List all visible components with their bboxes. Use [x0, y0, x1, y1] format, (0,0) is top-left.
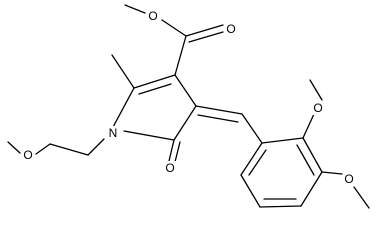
bond-c5-c4-double [138, 83, 172, 95]
bond-c4-ester-c [174, 35, 187, 76]
bond-c2-o-carbonyl-double [174, 141, 181, 163]
bond-methine-aryl [241, 113, 263, 144]
bond-ar3-ar4 [300, 171, 323, 207]
bond-ch2-o [35, 143, 51, 155]
atom-label-o: O [344, 172, 353, 186]
bond-ester-c-o [161, 19, 187, 37]
bond-ar2-ar3-double [296, 144, 315, 176]
molecule-structure: O O N O O O O [7, 4, 370, 209]
bond-c2-n [123, 130, 175, 141]
bond-ar2-ar3 [302, 137, 323, 173]
bond-ar3-o [321, 171, 343, 175]
bond-ch2-ch2 [49, 143, 89, 156]
atom-label-o: O [148, 9, 157, 23]
atom-label-n: N [109, 126, 118, 140]
bond-ar6-ar1-double [248, 149, 267, 176]
bond-ar5-ar6 [240, 174, 261, 208]
bond-n-ch2 [87, 138, 105, 156]
atom-o-aryl-methoxy-2: O [312, 101, 324, 115]
bond-ar4-ar5 [259, 205, 302, 208]
atom-n-ring: N [107, 126, 120, 140]
bond-c4-c3 [174, 74, 197, 107]
bond-c5-c4 [133, 74, 176, 89]
atom-o-ester-carbonyl: O [225, 22, 237, 36]
bonds [7, 4, 370, 209]
bond-ester-o-methyl [124, 4, 146, 14]
bond-ar1-ar2 [261, 137, 304, 144]
bond-c2-o-carbonyl [168, 139, 175, 162]
atom-labels: O O N O O O O [22, 9, 355, 186]
bond-ester-c-o-double-a [185, 24, 224, 37]
atom-o-ring-carbonyl: O [164, 161, 176, 175]
bond-ester-c-o-double-b [188, 31, 224, 43]
bond-o-methyl [7, 141, 21, 154]
atom-o-ethoxy: O [22, 148, 34, 162]
atom-o-aryl-methoxy-3: O [343, 172, 355, 186]
atom-label-o: O [165, 161, 174, 175]
bond-o-methyl-2 [309, 79, 323, 101]
structure-canvas: O O N O O O O [7, 4, 370, 209]
bond-c3-c2 [173, 105, 197, 141]
atom-o-ester-methoxy: O [147, 9, 159, 23]
bond-o-methyl-3 [353, 186, 370, 209]
bond-n-c5 [111, 87, 135, 130]
atom-label-o: O [226, 22, 235, 36]
bond-c3-methine [195, 105, 243, 115]
bond-ar2-o [302, 113, 315, 139]
bond-c5-methyl [111, 54, 135, 89]
atom-label-o: O [313, 101, 322, 115]
bond-c3-methine-double [197, 114, 239, 123]
atom-label-o: O [23, 148, 32, 162]
bond-ar6-ar1 [240, 142, 263, 176]
